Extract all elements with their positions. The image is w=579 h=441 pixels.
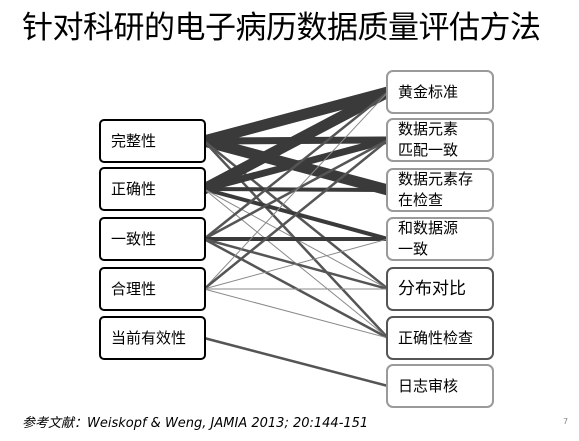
dimension-box-correctness: 正确性 [99,167,206,211]
method-label: 正确性检查 [398,328,474,347]
dimension-box-completeness: 完整性 [99,119,206,163]
method-label: 分布对比 [398,278,466,299]
link-d5-m7 [202,336,390,388]
link-d4-m2 [202,138,390,291]
page-number: 7 [563,417,569,426]
link-d4-m6 [203,288,389,339]
method-box-distribution-comparison: 分布对比 [386,267,494,311]
method-box-gold-standard: 黄金标准 [386,70,494,114]
dimension-label: 正确性 [111,179,157,198]
link-d4-m1 [203,91,389,290]
method-box-validity-check: 正确性检查 [386,316,494,360]
method-box-log-review: 日志审核 [386,364,494,408]
method-label: 数据元素匹配一致 [398,120,459,159]
slide-title: 针对科研的电子病历数据质量评估方法 [22,10,541,46]
method-label: 和数据源一致 [398,219,459,258]
method-box-element-presence: 数据元素存在检查 [386,168,494,212]
link-d1-m1 [198,86,394,147]
dimension-label: 当前有效性 [111,328,187,347]
method-label: 黄金标准 [398,82,459,101]
dimension-box-concordance: 一致性 [99,217,206,261]
dimension-box-currency: 当前有效性 [99,316,206,360]
dimension-label: 合理性 [111,279,157,298]
dimension-label: 完整性 [111,131,157,150]
dimension-label: 一致性 [111,229,157,248]
reference-citation: 参考文献：Weiskopf & Weng, JAMIA 2013; 20:144… [22,416,369,431]
link-d3-m1 [202,90,390,241]
link-d3-m2 [202,138,390,241]
link-d2-m1 [198,86,394,195]
link-d4-m4 [203,238,389,290]
dimension-box-plausibility: 合理性 [99,267,206,311]
method-box-element-agreement: 数据元素匹配一致 [386,118,494,162]
method-box-source-agreement: 和数据源一致 [386,217,494,261]
method-label: 日志审核 [398,376,459,395]
method-label: 数据元素存在检查 [398,170,474,209]
